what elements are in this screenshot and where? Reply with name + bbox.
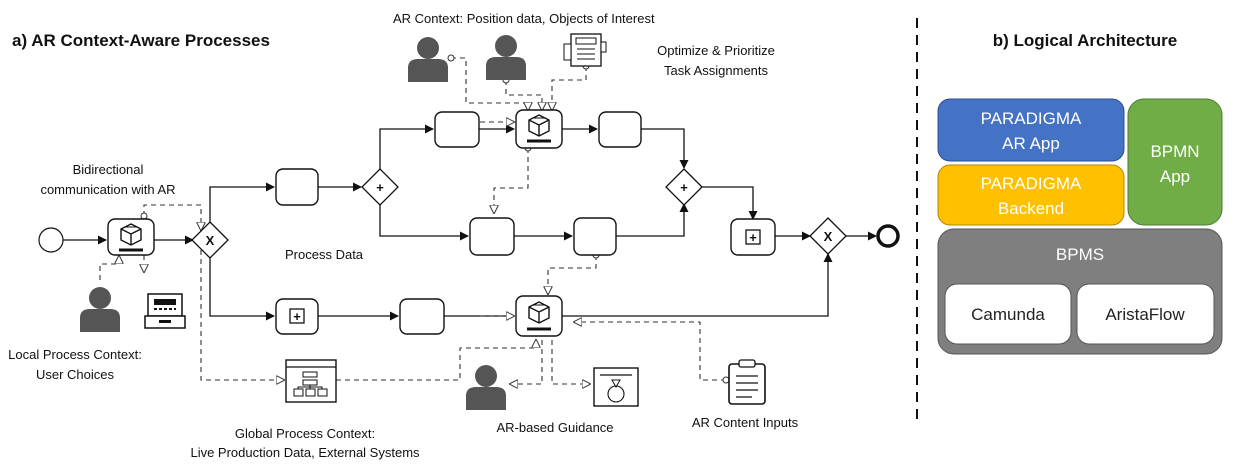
task-lower (399, 298, 445, 335)
svg-text:PARADIGMA: PARADIGMA (981, 174, 1082, 193)
svg-text:App: App (1160, 167, 1190, 186)
ar-context-label: AR Context: Position data, Objects of In… (393, 11, 655, 26)
3d-print-icon (593, 367, 639, 407)
end-event (876, 224, 900, 248)
subprocess-right: + (730, 218, 776, 256)
paradigma-ar-app-box: PARADIGMA AR App (937, 98, 1125, 162)
task-middle-right (573, 217, 617, 256)
bidirectional-label-line2: communication with AR (40, 182, 175, 197)
svg-text:X: X (206, 233, 215, 248)
left-panel-title: a) AR Context-Aware Processes (12, 31, 270, 50)
svg-text:AR App: AR App (1002, 134, 1060, 153)
ar-content-label: AR Content Inputs (692, 415, 799, 430)
task-middle-left (469, 217, 515, 256)
parallel-gateway-split: + (361, 168, 399, 206)
user-icon-ar-context (408, 37, 448, 82)
right-panel-title: b) Logical Architecture (993, 31, 1178, 50)
task-top-left (434, 111, 480, 148)
ar-cube-icon (120, 223, 142, 246)
task-upper-left (275, 168, 319, 206)
local-context-label-line2: User Choices (36, 367, 115, 382)
ar-cube-icon (528, 301, 550, 324)
aristaflow-box: AristaFlow (1076, 283, 1215, 345)
sequence-flows (63, 124, 877, 321)
cash-register-icon (144, 293, 186, 329)
svg-text:+: + (680, 180, 688, 195)
subprocess-marker: + (293, 309, 301, 324)
exclusive-gateway-split: X (191, 221, 229, 259)
svg-text:+: + (376, 180, 384, 195)
user-icon-ar-context-2 (486, 35, 526, 80)
subprocess-marker: + (749, 230, 757, 245)
optimize-label-line1: Optimize & Prioritize (657, 43, 775, 58)
ar-guidance-label: AR-based Guidance (496, 420, 613, 435)
parallel-gateway-join: + (665, 168, 703, 206)
optimize-label-line2: Task Assignments (664, 63, 769, 78)
global-context-label-line2: Live Production Data, External Systems (190, 445, 420, 460)
bpmn-app-box: BPMN App (1127, 98, 1223, 226)
exclusive-gateway-join: X (809, 217, 847, 255)
svg-text:BPMS: BPMS (1056, 245, 1104, 264)
svg-text:PARADIGMA: PARADIGMA (981, 109, 1082, 128)
svg-text:AristaFlow: AristaFlow (1105, 305, 1185, 324)
task-top-right (598, 111, 642, 148)
subprocess-lower: + (275, 298, 319, 335)
printer-icon (563, 33, 607, 67)
bidirectional-label-line1: Bidirectional (73, 162, 144, 177)
dashboard-icon (285, 359, 337, 403)
svg-text:BPMN: BPMN (1150, 142, 1199, 161)
ar-cube-icon (528, 114, 550, 137)
svg-text:Backend: Backend (998, 199, 1064, 218)
ar-task-guidance (515, 295, 563, 337)
ar-task-optimize (515, 109, 563, 149)
svg-text:Camunda: Camunda (971, 305, 1045, 324)
svg-text:X: X (824, 229, 833, 244)
paradigma-backend-box: PARADIGMA Backend (937, 164, 1125, 226)
camunda-box: Camunda (944, 283, 1072, 345)
ar-task-bidirectional (107, 218, 155, 256)
data-associations (99, 58, 726, 384)
global-context-label-line1: Global Process Context: (235, 426, 375, 441)
clipboard-icon (728, 359, 766, 405)
process-data-label: Process Data (285, 247, 364, 262)
local-context-label-line1: Local Process Context: (8, 347, 142, 362)
user-icon-ar-guidance (466, 365, 506, 410)
start-event (38, 227, 64, 253)
user-icon-local-context (80, 287, 120, 332)
